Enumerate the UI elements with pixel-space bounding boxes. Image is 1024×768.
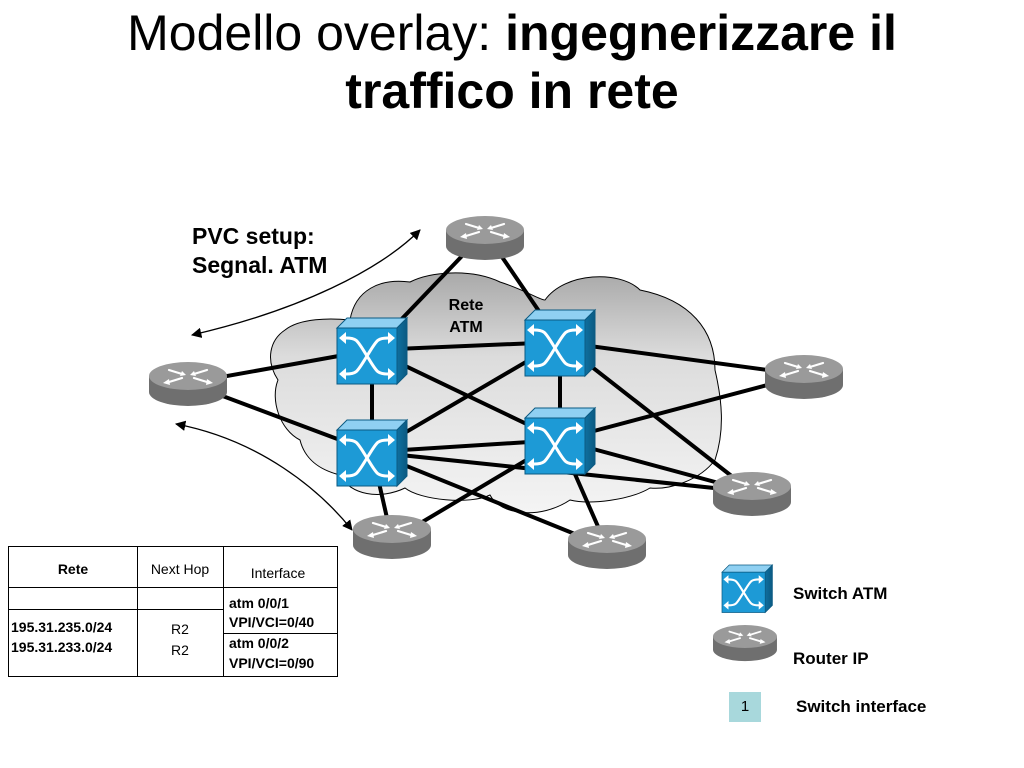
- pvc-signalling-arrow-top: [190, 229, 421, 338]
- router-icon: [711, 470, 793, 518]
- cloud-label-line2: ATM: [449, 319, 482, 336]
- pvc-label-line1: PVC setup:: [192, 223, 315, 249]
- cloud-label-line1: Rete: [449, 297, 484, 314]
- pvc-setup-label: PVC setup: Segnal. ATM: [192, 222, 327, 280]
- title-light: Modello overlay:: [127, 5, 506, 61]
- router-icon: [147, 360, 229, 408]
- atm-switch-icon: [523, 308, 597, 378]
- title-bold-line2: traffico in rete: [345, 63, 679, 119]
- header-interface: Interface: [250, 565, 306, 581]
- legend-interface-box: 1: [729, 692, 761, 722]
- legend-router-icon: [712, 624, 778, 662]
- table-row-2-rete: 195.31.233.0/24: [11, 639, 113, 655]
- legend-router-label: Router IP: [793, 649, 869, 668]
- pvc-label-line2: Segnal. ATM: [192, 252, 328, 278]
- router-icon: [444, 214, 526, 262]
- slide-title: Modello overlay: ingegnerizzare il traff…: [0, 4, 1024, 120]
- table-row-1-iface-line2: VPI/VCI=0/40: [229, 614, 315, 630]
- routing-table: Rete Next Hop Interface 195.31.235.0/24 …: [8, 546, 338, 677]
- atm-switch-icon: [523, 406, 597, 476]
- header-rete: Rete: [57, 561, 89, 577]
- atm-switch-icon: [335, 316, 409, 386]
- router-icon: [351, 513, 433, 561]
- legend-switch-label: Switch ATM: [793, 584, 888, 603]
- title-bold-line1: ingegnerizzare il: [505, 5, 897, 61]
- header-next-hop: Next Hop: [150, 561, 210, 577]
- legend-switch-icon: [720, 563, 774, 614]
- table-row-2-iface-line2: VPI/VCI=0/90: [229, 655, 315, 671]
- table-row-1-rete: 195.31.235.0/24: [11, 619, 113, 635]
- legend-interface-label: Switch interface: [796, 697, 927, 716]
- table-row-1-next-hop: R2: [171, 621, 189, 637]
- table-row-2-iface-line1: atm 0/0/2: [229, 635, 289, 651]
- router-icon: [763, 353, 845, 401]
- table-row-1-iface-line1: atm 0/0/1: [229, 595, 289, 611]
- atm-switch-icon: [335, 418, 409, 488]
- table-row-2-next-hop: R2: [171, 642, 189, 658]
- router-icon: [566, 523, 648, 571]
- pvc-signalling-arrow-bottom: [174, 420, 353, 531]
